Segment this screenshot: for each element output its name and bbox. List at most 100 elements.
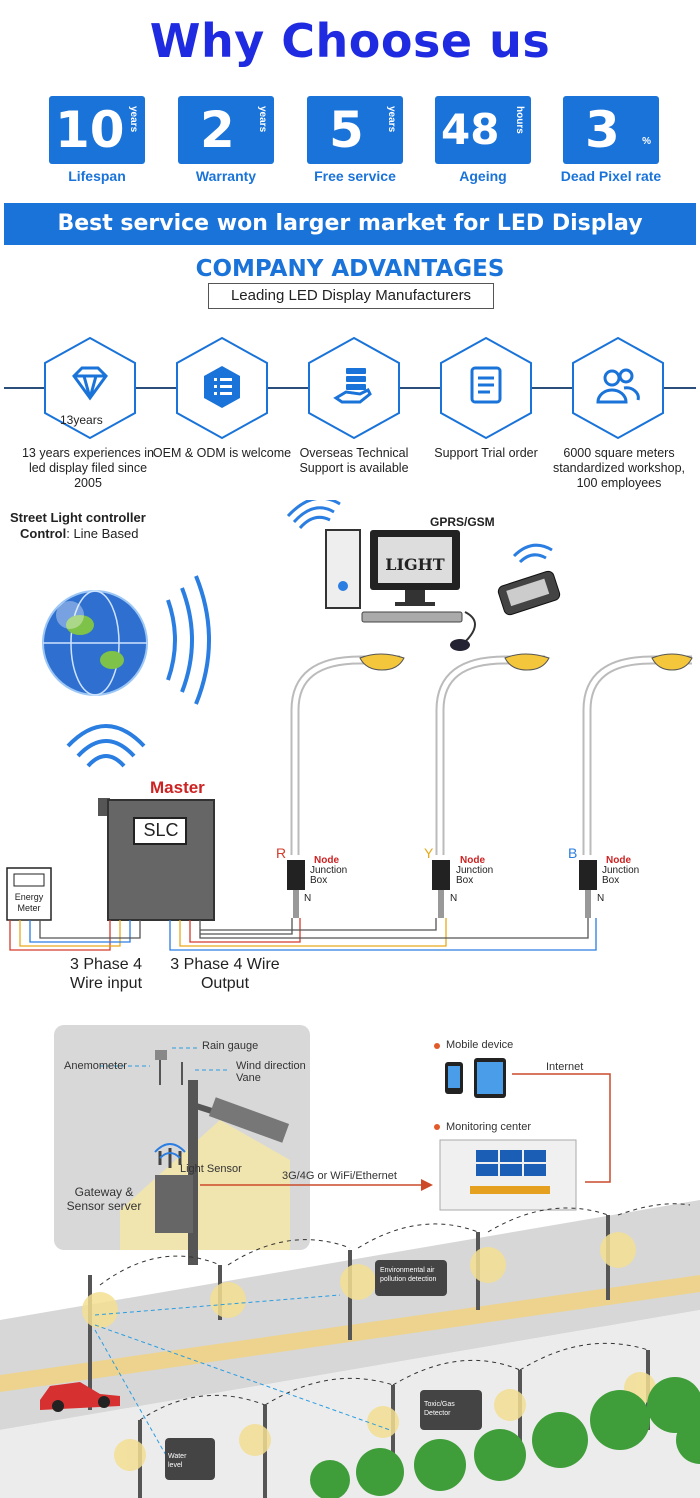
neutral-b: N <box>597 893 605 904</box>
phase-b-label: B <box>568 845 578 861</box>
slc-diagram: LIGHT <box>6 500 693 951</box>
node-label-b: Node <box>606 855 631 866</box>
input-label: 3 Phase 4 Wire input <box>69 956 143 992</box>
junction-label-b: Junction Box <box>602 865 640 886</box>
node-label-r: Node <box>314 855 339 866</box>
trees <box>310 1377 700 1498</box>
stat-label: Dead Pixel rate <box>560 168 662 184</box>
junction-label-y: Junction Box <box>456 865 494 886</box>
wind-vane-label: Wind direction Vane <box>236 1060 306 1084</box>
advantage-hex-3 <box>308 336 400 440</box>
gateway-label: Gateway & Sensor server <box>66 1185 142 1213</box>
slc-label: SLC <box>143 820 179 840</box>
street-lamp-r <box>290 653 405 855</box>
pole <box>188 1080 198 1265</box>
gateway-box <box>155 1175 193 1233</box>
anemometer-label: Anemometer <box>64 1060 127 1072</box>
link-label: 3G/4G or WiFi/Ethernet <box>282 1170 397 1182</box>
advantages-subtitle: Leading LED Display Manufacturers <box>208 283 494 309</box>
slc-title: Street Light controller Control: Line Ba… <box>10 510 146 542</box>
mobile-device-label: Mobile device <box>446 1039 514 1051</box>
advantage-text-1: 13 years experiences in led display file… <box>21 446 155 490</box>
page-title: Why Choose us <box>149 14 551 68</box>
wifi-waves-icon <box>166 575 211 705</box>
stat-value: 5 <box>329 101 364 159</box>
mesh-links <box>99 1203 691 1421</box>
stat-value: 2 <box>200 101 235 159</box>
water-label: Water level <box>168 1453 187 1469</box>
wiring <box>9 918 597 951</box>
computer-icon: LIGHT <box>325 529 476 651</box>
advantage-text-5: 6000 square meters standardized workshop… <box>552 446 686 490</box>
advantage-hex-4 <box>440 336 532 440</box>
junction-box-r <box>287 860 305 918</box>
junction-box-b <box>579 860 597 918</box>
banner: Best service won larger market for LED D… <box>4 203 696 245</box>
phase-y-label: Y <box>424 845 434 861</box>
stat-unit: years <box>386 106 397 133</box>
water-callout <box>165 1438 215 1480</box>
rain-gauge-label: Rain gauge <box>202 1040 259 1052</box>
list-icon <box>204 366 240 408</box>
advantage-text-2: OEM & ODM is welcome <box>152 446 292 460</box>
phase-r-label: R <box>276 845 287 861</box>
neutral-y: N <box>450 893 458 904</box>
clipboard-icon <box>470 366 502 404</box>
stat-value: 48 <box>441 105 500 154</box>
handheld-device-icon <box>497 570 561 616</box>
node-label-y: Node <box>460 855 485 866</box>
advantage-hex-1 <box>44 336 136 440</box>
server-hand-icon <box>333 368 372 404</box>
stat-unit: years <box>257 106 268 133</box>
mobile-device-icon <box>445 1058 506 1098</box>
advantages-title: COMPANY ADVANTAGES <box>195 256 505 282</box>
stat-label: Lifespan <box>68 168 126 184</box>
street-lamp-y <box>435 653 550 855</box>
output-label: 3 Phase 4 Wire Output <box>170 956 280 992</box>
stat-unit: % <box>642 136 651 147</box>
slc-control-label: Control <box>20 526 67 541</box>
junction-label-r: Junction Box <box>310 865 348 886</box>
monitor-text: LIGHT <box>385 555 445 574</box>
neutral-r: N <box>304 893 312 904</box>
smart-pole-diagram <box>0 1025 700 1498</box>
master-label: Master <box>150 778 205 797</box>
computer-wifi-icon <box>286 500 341 530</box>
light-sensor-label: Light Sensor <box>180 1163 242 1175</box>
env-callout <box>375 1260 447 1296</box>
street-lamp-b <box>582 653 693 855</box>
diamond-icon <box>72 366 108 401</box>
stat-value: 10 <box>55 101 125 159</box>
gas-callout <box>420 1390 482 1430</box>
car-icon <box>40 1382 120 1412</box>
stat-warranty: 2 years Warranty <box>171 96 281 184</box>
advantage-text-3: Overseas Technical Support is available <box>299 446 409 475</box>
junction-box-y <box>432 860 450 918</box>
energy-meter-label: Energy Meter <box>14 892 44 913</box>
light-glows <box>82 1232 656 1471</box>
stat-ageing: 48 hours Ageing <box>428 96 538 184</box>
monitoring-center-icon <box>439 1139 577 1211</box>
master-wifi-icon <box>66 724 146 768</box>
internet-label: Internet <box>546 1061 584 1073</box>
gas-label: Toxic/Gas Detector <box>424 1401 455 1417</box>
people-icon <box>596 368 640 404</box>
env-label: Environmental air pollution detection <box>380 1267 437 1283</box>
advantage-hex-2 <box>176 336 268 440</box>
handheld-wifi-icon <box>512 543 553 564</box>
years-badge: 13years <box>60 413 103 427</box>
slc-control-text: : Line Based <box>66 526 139 541</box>
gprs-label: GPRS/GSM <box>430 515 495 529</box>
stat-label: Ageing <box>459 168 507 184</box>
stat-unit: hours <box>514 106 525 134</box>
globe-icon <box>42 590 148 696</box>
advantage-hex-5 <box>572 336 664 440</box>
stat-label: Warranty <box>195 168 257 184</box>
monitoring-center-label: Monitoring center <box>446 1121 531 1133</box>
stat-value: 3 <box>585 101 620 159</box>
gateway-wifi-icon <box>154 1143 186 1159</box>
stat-dead-pixel: 3% Dead Pixel rate <box>556 96 666 184</box>
advantage-text-4: Support Trial order <box>434 446 538 460</box>
